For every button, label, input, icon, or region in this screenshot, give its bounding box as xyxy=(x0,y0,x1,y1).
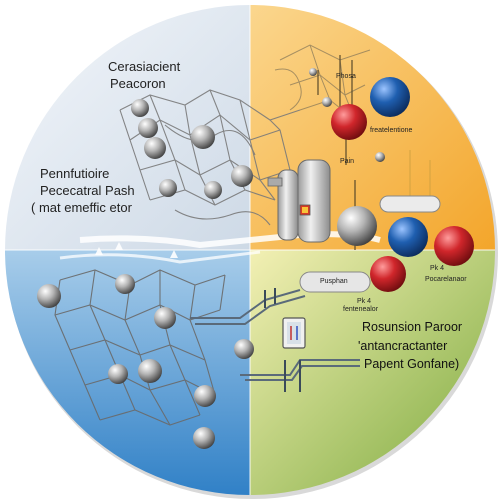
title-top-left-1: Cerasiacient xyxy=(108,59,181,74)
label-right-3: Papent Gonfane) xyxy=(364,357,460,371)
label-node-2: Pain xyxy=(340,158,355,165)
gray-spheres-bottom xyxy=(37,274,254,449)
red-sphere xyxy=(370,256,406,292)
label-right-1: Rosunsion Paroor xyxy=(362,320,463,334)
tubing-ports xyxy=(264,288,301,392)
bracket-component xyxy=(379,195,441,213)
label-node-5: Pk 4 xyxy=(357,298,372,305)
label-pill: Pusphan xyxy=(320,278,348,285)
gauge-device xyxy=(282,317,306,349)
label-node-1: freatelentione xyxy=(370,127,413,134)
blue-sphere xyxy=(370,77,410,117)
label-box-top: Phosa xyxy=(336,73,356,80)
label-node-3: Pk 4 xyxy=(430,265,445,272)
cylinder-apparatus xyxy=(267,159,331,243)
blue-sphere xyxy=(388,217,428,257)
tubing xyxy=(190,289,360,381)
label-right-2: 'antancractanter xyxy=(358,339,448,353)
spheres-top-right xyxy=(331,77,410,162)
label-node-4: Pocarelanaor xyxy=(425,276,467,283)
label-left-1: Pennfutioire xyxy=(40,166,110,181)
spheres-mid-right xyxy=(337,206,474,292)
red-sphere xyxy=(434,226,474,266)
pill-component xyxy=(299,271,371,293)
label-left-2: Pececatral Pash xyxy=(40,183,135,198)
gray-spheres-top xyxy=(131,68,332,199)
gray-sphere-large xyxy=(337,206,377,246)
label-left-3: ( mat emeffic etor xyxy=(31,200,132,215)
title-top-left-2: Peacoron xyxy=(110,76,166,91)
red-sphere xyxy=(331,104,367,140)
label-node-6: fentenealor xyxy=(343,306,379,313)
